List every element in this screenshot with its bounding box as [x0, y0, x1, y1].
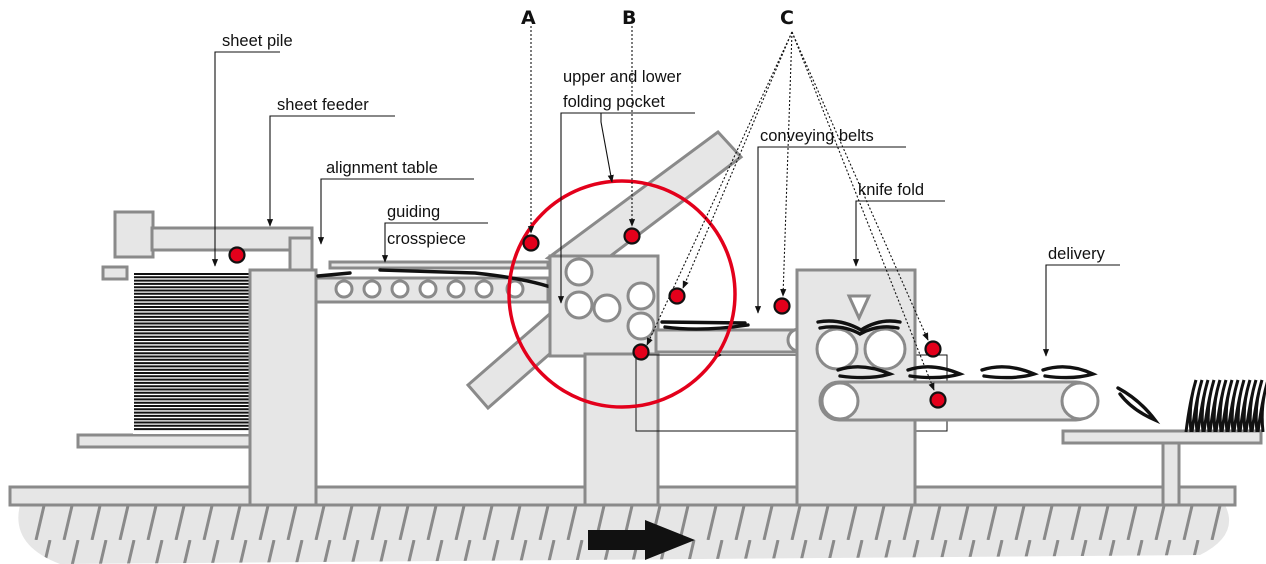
sensor — [773, 297, 791, 315]
sheet-pile-unit — [76, 210, 318, 507]
sheet-stack — [133, 272, 250, 434]
label-conveying-belts: conveying belts — [760, 127, 874, 145]
sensor — [668, 287, 686, 305]
label-leader-lines — [211, 51, 1120, 357]
label-crosspiece: crosspiece — [387, 230, 466, 248]
sensor — [623, 227, 641, 245]
label-sheet-feeder: sheet feeder — [277, 96, 369, 114]
sensor — [522, 234, 540, 252]
marker-b: B — [622, 7, 636, 29]
buckle-folder-unit — [465, 129, 744, 507]
label-upper-lower: upper and lower — [563, 68, 682, 86]
sensor — [228, 246, 246, 264]
marker-leader-lines — [527, 26, 935, 391]
sensor — [632, 343, 650, 361]
sensor — [929, 391, 947, 409]
output-stack — [1061, 379, 1266, 507]
label-guiding: guiding — [387, 203, 440, 221]
label-folding-pocket: folding pocket — [563, 93, 665, 111]
label-delivery: delivery — [1048, 245, 1106, 263]
marker-a: A — [521, 7, 536, 29]
label-alignment-table: alignment table — [326, 159, 438, 177]
sensor-markers — [228, 227, 947, 409]
label-knife-fold: knife fold — [858, 181, 924, 199]
alignment-table — [314, 260, 567, 304]
label-sheet-pile: sheet pile — [222, 32, 293, 50]
sensor — [924, 340, 942, 358]
highlight-circle — [507, 179, 737, 409]
marker-c: C — [780, 7, 794, 29]
delivery-belt — [818, 365, 1161, 425]
direction-arrow-icon — [588, 520, 695, 560]
